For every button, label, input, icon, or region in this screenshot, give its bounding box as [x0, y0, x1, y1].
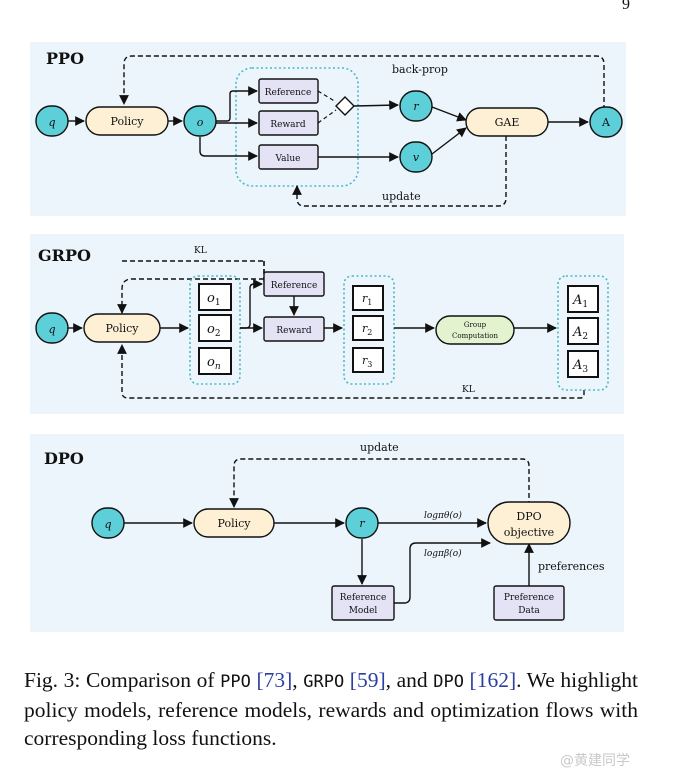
grpo-kl-top-arrow: [117, 278, 264, 314]
ppo-backprop-label: back-prop: [392, 63, 448, 76]
ppo-reference-label: Reference: [265, 88, 312, 98]
ppo-a-label: A: [601, 116, 611, 129]
dpo-q-label: q: [104, 518, 111, 531]
dpo-preference-data-box: [493, 585, 565, 621]
ppo-v-node: [399, 141, 433, 173]
dpo-preferences-label: preferences: [538, 560, 605, 573]
dpo-reference-model-box: [331, 585, 395, 621]
grpo-kl-top-label: KL: [194, 246, 207, 256]
ppo-policy-label: Policy: [111, 115, 145, 128]
ppo-q-label: q: [48, 116, 55, 129]
ppo-value-label: Value: [274, 154, 300, 164]
grpo-output-n: [198, 347, 232, 375]
ppo-q-node: [35, 105, 69, 137]
dpo-ref-label-1: Reference: [340, 593, 387, 603]
dpo-q-node: [91, 507, 125, 539]
ppo-update-label: update: [382, 190, 421, 203]
dpo-policy-label: Policy: [218, 517, 252, 530]
grpo-q-label: q: [48, 323, 55, 336]
svg-text:r3: r3: [362, 354, 372, 369]
dpo-log-beta-label: logπβ(o): [424, 548, 462, 559]
ppo-policy-node: [85, 106, 169, 136]
ppo-gae-label: GAE: [495, 116, 520, 129]
ppo-o-label: o: [197, 116, 204, 129]
grpo-output-2: [198, 314, 232, 342]
grpo-output-1: [198, 283, 232, 311]
svg-text:o1: o1: [207, 291, 221, 308]
grpo-reference-label: Reference: [271, 281, 318, 291]
ppo-kl-diamond: [335, 96, 355, 116]
svg-text:A1: A1: [572, 293, 588, 310]
page-number: 9: [622, 0, 630, 13]
grpo-advantage-2: [567, 317, 599, 345]
dpo-policy-node: [193, 508, 275, 538]
grpo-reward-2: [352, 315, 384, 341]
grpo-kl-bottom-label: KL: [462, 385, 475, 395]
svg-text:o2: o2: [207, 322, 221, 339]
grpo-advantage-3: [567, 350, 599, 378]
grpo-policy-label: Policy: [106, 322, 140, 335]
citation-59[interactable]: [59]: [349, 668, 386, 692]
ppo-o-node: [183, 105, 217, 137]
citation-162[interactable]: [162]: [469, 668, 517, 692]
watermark: @黄建同学: [560, 753, 630, 769]
grpo-output-group: [189, 275, 241, 385]
grpo-reference-box: [263, 271, 325, 297]
dpo-pref-label-1: Preference: [504, 593, 554, 603]
ppo-update-arrow: [292, 136, 507, 207]
grpo-reward-label: Reward: [276, 326, 311, 336]
ppo-v-label: v: [413, 151, 420, 164]
citation-73[interactable]: [73]: [256, 668, 293, 692]
grpo-reward-3: [352, 347, 384, 373]
dpo-r-label: r: [359, 517, 365, 530]
ppo-a-node: [589, 106, 623, 138]
ppo-r-node: [399, 90, 433, 122]
ppo-reference-box: [258, 78, 319, 104]
svg-text:r2: r2: [362, 322, 372, 337]
ppo-reward-label: Reward: [270, 120, 305, 130]
dpo-r-node: [345, 507, 379, 539]
figure-diagram: PPO back-prop update q Policy o Referenc…: [30, 42, 626, 632]
dpo-objective-label-2: objective: [504, 526, 554, 539]
grpo-kl-bottom-arrow: [117, 344, 585, 399]
dpo-pref-label-2: Data: [518, 606, 540, 616]
dpo-objective-label-1: DPO: [516, 510, 541, 523]
grpo-reward-group: [343, 275, 395, 385]
dpo-update-arrow: [229, 458, 530, 508]
grpo-advantage-1: [567, 285, 599, 313]
dpo-log-theta-label: logπθ(o): [424, 510, 462, 521]
figure-caption: Fig. 3: Comparison of PPO [73], GRPO [59…: [24, 668, 639, 750]
grpo-reward-box: [263, 316, 325, 342]
grpo-group-label-1: Group: [464, 321, 487, 329]
ppo-value-box: [258, 144, 319, 170]
dpo-ref-label-2: Model: [349, 606, 378, 616]
grpo-reward-1: [352, 285, 384, 311]
svg-text:A3: A3: [572, 358, 588, 375]
ppo-r-label: r: [413, 100, 419, 113]
ppo-gae-node: [465, 107, 549, 137]
dpo-title: DPO: [44, 449, 84, 468]
grpo-advantage-group: [557, 275, 609, 391]
grpo-policy-node: [83, 313, 161, 343]
dpo-objective-node: [487, 501, 571, 545]
svg-text:A2: A2: [572, 325, 588, 342]
grpo-q-node: [35, 312, 69, 344]
ppo-reward-box: [258, 110, 319, 136]
grpo-title: GRPO: [38, 246, 91, 265]
grpo-group-label-2: Computation: [452, 332, 498, 340]
grpo-group-computation-node: [435, 315, 515, 345]
ppo-backprop-arrow: [119, 55, 605, 110]
svg-text:on: on: [207, 355, 221, 372]
dpo-update-label: update: [360, 441, 399, 454]
ppo-title: PPO: [46, 49, 84, 68]
svg-text:r1: r1: [362, 292, 372, 307]
